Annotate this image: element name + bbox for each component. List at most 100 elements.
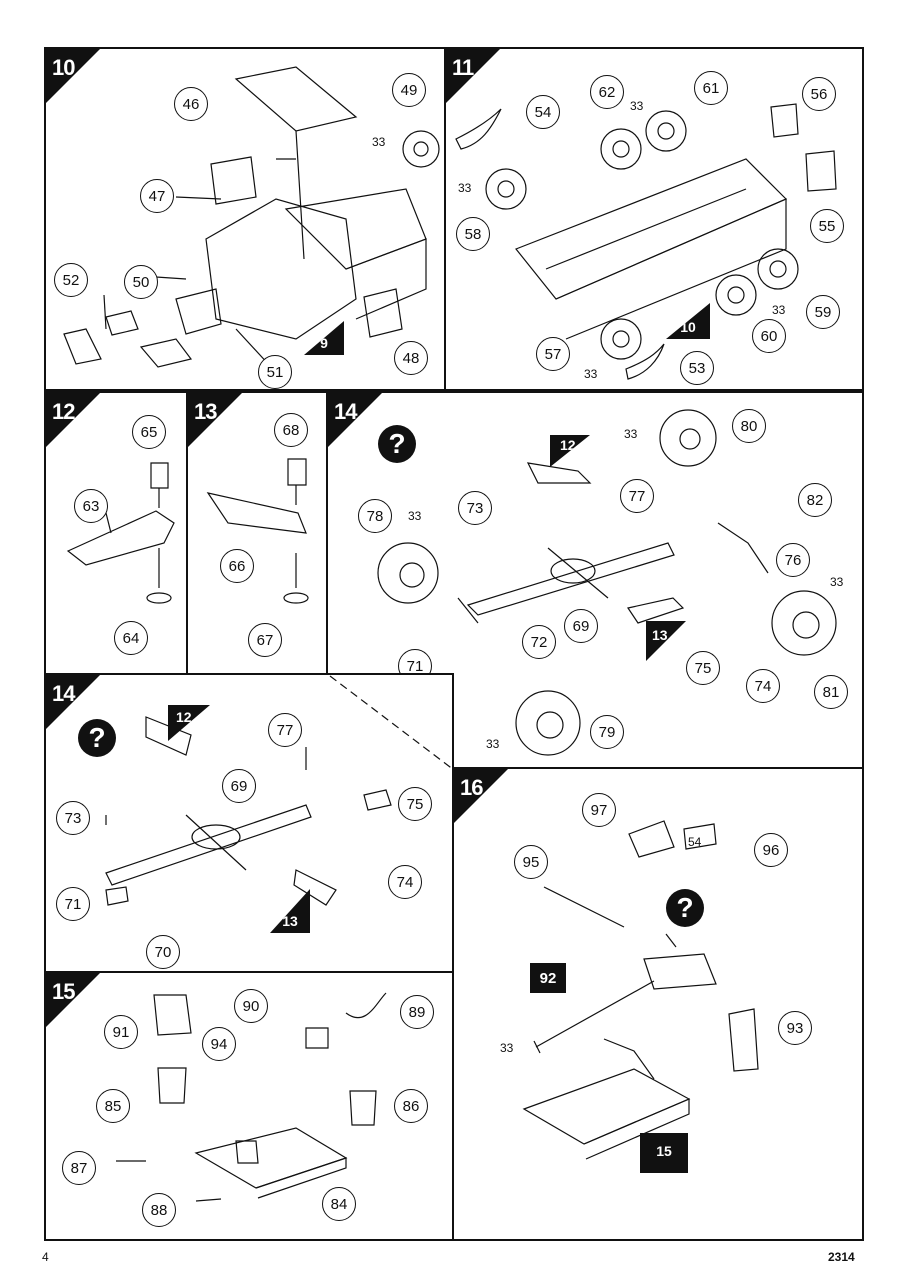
callout-33: 33 [830, 575, 844, 589]
step-number: 14 [52, 681, 76, 706]
callout-57: 57 [536, 337, 570, 371]
callout-73: 73 [56, 801, 90, 835]
callout-89: 89 [400, 995, 434, 1029]
step-marker [46, 973, 102, 1029]
step-11-panel: 11 62 61 56 33 54 33 55 58 59 60 33 10 5… [444, 47, 864, 391]
callout-53: 53 [680, 351, 714, 385]
step-marker [328, 393, 384, 449]
truck-body-drawing [63, 66, 440, 368]
callout-74: 74 [746, 669, 780, 703]
step-marker [46, 393, 102, 449]
callout-86: 86 [394, 1089, 428, 1123]
callout-88: 88 [142, 1193, 176, 1227]
callout-33: 33 [486, 737, 500, 751]
callout-79: 79 [590, 715, 624, 749]
callout-65: 65 [132, 415, 166, 449]
callout-76: 76 [776, 543, 810, 577]
callout-33: 33 [500, 1041, 514, 1055]
callout-62: 62 [590, 75, 624, 109]
callout-87: 87 [62, 1151, 96, 1185]
callout-69: 69 [564, 609, 598, 643]
callout-52: 52 [54, 263, 88, 297]
callout-58: 58 [456, 217, 490, 251]
callout-33: 33 [458, 181, 472, 195]
callout-48: 48 [394, 341, 428, 375]
gun-assembly-drawing [522, 820, 759, 1160]
callout-80: 80 [732, 409, 766, 443]
callout-70: 70 [146, 935, 180, 969]
callout-33: 33 [630, 99, 644, 113]
step-14-panel-bottom: 14 ? 12 77 69 73 75 74 71 13 70 [44, 673, 454, 973]
callout-68: 68 [274, 413, 308, 447]
callout-60: 60 [752, 319, 786, 353]
callout-91: 91 [104, 1015, 138, 1049]
callout-72: 72 [522, 625, 556, 659]
question-icon: ? [378, 425, 416, 463]
callout-59: 59 [806, 295, 840, 329]
step-15-panel: 15 90 89 91 94 85 86 87 88 84 [44, 971, 454, 1241]
callout-71: 71 [56, 887, 90, 921]
callout-64: 64 [114, 621, 148, 655]
step-marker [188, 393, 244, 449]
step-number: 13 [194, 399, 218, 424]
callout-85: 85 [96, 1089, 130, 1123]
step-marker [454, 769, 510, 825]
callout-97: 97 [582, 793, 616, 827]
callout-69: 69 [222, 769, 256, 803]
step-number: 10 [52, 55, 76, 80]
callout-66: 66 [220, 549, 254, 583]
gun-mount-drawing [116, 992, 387, 1202]
step-13-panel: 13 68 66 67 [186, 391, 328, 675]
question-icon: ? [666, 889, 704, 927]
step-marker [46, 49, 102, 105]
callout-67: 67 [248, 623, 282, 657]
callout-77: 77 [620, 479, 654, 513]
callout-92-highlight: 92 [530, 963, 566, 993]
callout-63: 63 [74, 489, 108, 523]
callout-84: 84 [322, 1187, 356, 1221]
callout-51: 51 [258, 355, 292, 389]
callout-93: 93 [778, 1011, 812, 1045]
chassis-drawing [455, 103, 837, 380]
callout-46: 46 [174, 87, 208, 121]
callout-33: 33 [408, 509, 422, 523]
step-number: 14 [334, 399, 358, 424]
step-number: 12 [52, 399, 76, 424]
step-12-panel: 12 65 63 64 [44, 391, 188, 675]
callout-33: 33 [624, 427, 638, 441]
callout-55: 55 [810, 209, 844, 243]
callout-54: 54 [688, 835, 702, 849]
callout-50: 50 [124, 265, 158, 299]
callout-47: 47 [140, 179, 174, 213]
callout-96: 96 [754, 833, 788, 867]
callout-56: 56 [802, 77, 836, 111]
callout-54: 54 [526, 95, 560, 129]
step-10-panel: 10 46 49 33 47 52 50 9 48 51 [44, 47, 446, 391]
callout-77: 77 [268, 713, 302, 747]
callout-73: 73 [458, 491, 492, 525]
ref-step-15: 15 [640, 1133, 688, 1173]
callout-33: 33 [372, 135, 386, 149]
callout-95: 95 [514, 845, 548, 879]
step-number: 11 [452, 55, 474, 80]
step-number: 16 [460, 775, 484, 800]
step-number: 15 [52, 979, 76, 1004]
callout-33: 33 [584, 367, 598, 381]
product-code: 2314 [828, 1250, 855, 1264]
carriage-drawing [377, 409, 837, 756]
callout-61: 61 [694, 71, 728, 105]
callout-94: 94 [202, 1027, 236, 1061]
question-icon: ? [78, 719, 116, 757]
carriage-assembled-drawing [105, 716, 392, 906]
step-marker [446, 49, 502, 105]
callout-74: 74 [388, 865, 422, 899]
callout-78: 78 [358, 499, 392, 533]
step-16-panel: 16 ? 97 54 96 95 92 33 93 15 [452, 767, 864, 1241]
callout-90: 90 [234, 989, 268, 1023]
callout-33: 33 [772, 303, 786, 317]
page-number: 4 [42, 1250, 49, 1264]
trail-arm-drawing [66, 462, 175, 604]
callout-49: 49 [392, 73, 426, 107]
callout-75: 75 [398, 787, 432, 821]
trail-arm-drawing [206, 458, 309, 604]
